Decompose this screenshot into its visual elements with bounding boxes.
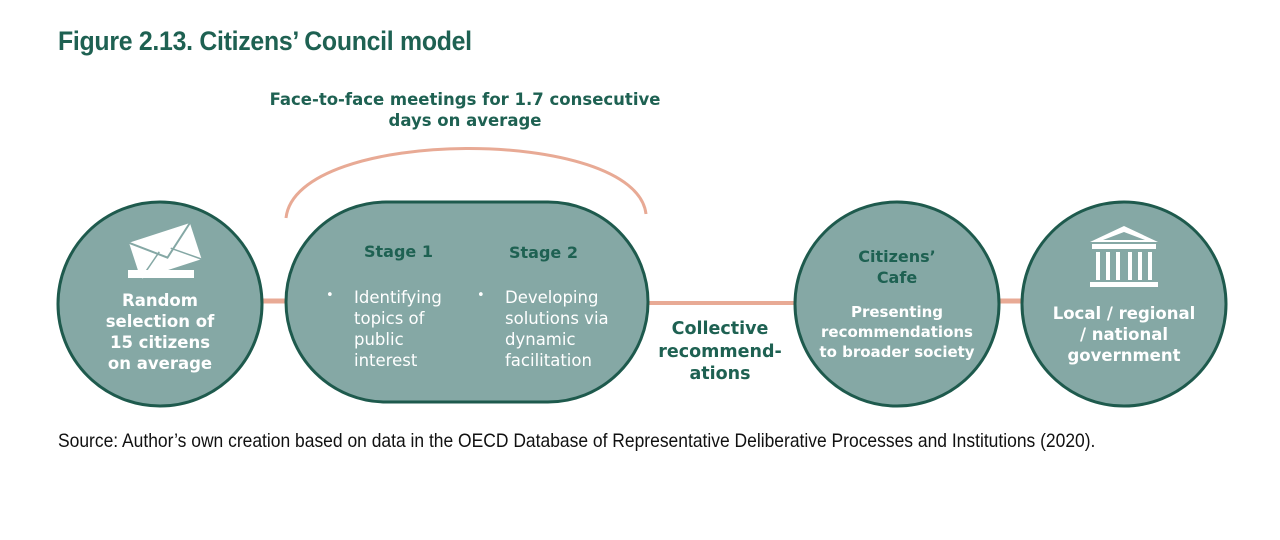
selection-line: Random <box>122 291 198 310</box>
stage2-line: facilitation <box>505 351 592 370</box>
selection-line: selection of <box>105 312 215 331</box>
stage1-line: interest <box>354 351 418 370</box>
cafe-line: to broader society <box>819 343 975 361</box>
stage2-bullet: • <box>477 288 485 303</box>
stage1-description: Identifying topics of public interest <box>354 287 442 371</box>
government-label: Local / regional / national government <box>1039 303 1209 366</box>
cafe-title-line: Cafe <box>876 268 918 287</box>
government-line: Local / regional <box>1052 304 1196 323</box>
stage1-line: Identifying <box>354 288 442 307</box>
selection-line: on average <box>107 354 213 373</box>
selection-node-label: Random selection of 15 citizens on avera… <box>90 290 230 374</box>
stage1-bullet: • <box>326 288 334 303</box>
meetings-arc <box>284 147 648 219</box>
government-building-icon <box>1090 226 1158 287</box>
stage1-title: Stage 1 <box>364 242 433 261</box>
output-label: Collective recommend- ations <box>645 318 795 386</box>
selection-node <box>56 200 264 408</box>
government-line: government <box>1067 346 1181 365</box>
figure-title: Figure 2.13. Citizens’ Council model <box>58 26 472 56</box>
envelope-icon <box>128 222 202 280</box>
cafe-line: recommendations <box>821 323 973 341</box>
cafe-node <box>793 200 1001 408</box>
cafe-title-line: Citizens’ <box>858 247 936 266</box>
output-label-line: Collective <box>671 319 769 339</box>
stage1-line: topics of <box>354 309 425 328</box>
stages-node <box>284 200 650 404</box>
output-label-line: ations <box>689 364 751 384</box>
cafe-description: Presenting recommendations to broader so… <box>807 302 987 362</box>
cafe-line: Presenting <box>850 303 944 321</box>
selection-line: 15 citizens <box>109 333 211 352</box>
stage2-line: solutions via <box>505 309 609 328</box>
cafe-title: Citizens’ Cafe <box>827 246 967 288</box>
arrow-stages-to-cafe <box>640 296 810 310</box>
government-node <box>1020 200 1228 408</box>
stage2-description: Developing solutions via dynamic facilit… <box>505 287 609 371</box>
meetings-label-line: days on average <box>388 111 542 130</box>
government-line: / national <box>1079 325 1169 344</box>
stage2-title: Stage 2 <box>509 243 578 262</box>
stage1-line: public <box>354 330 404 349</box>
output-label-line: recommend- <box>658 341 782 362</box>
meetings-label-line: Face-to-face meetings for 1.7 consecutiv… <box>269 90 661 109</box>
stage2-line: Developing <box>505 288 599 307</box>
source-note: Source: Author’s own creation based on d… <box>58 430 1096 452</box>
meetings-label: Face-to-face meetings for 1.7 consecutiv… <box>260 89 670 131</box>
stage2-line: dynamic <box>505 330 576 349</box>
